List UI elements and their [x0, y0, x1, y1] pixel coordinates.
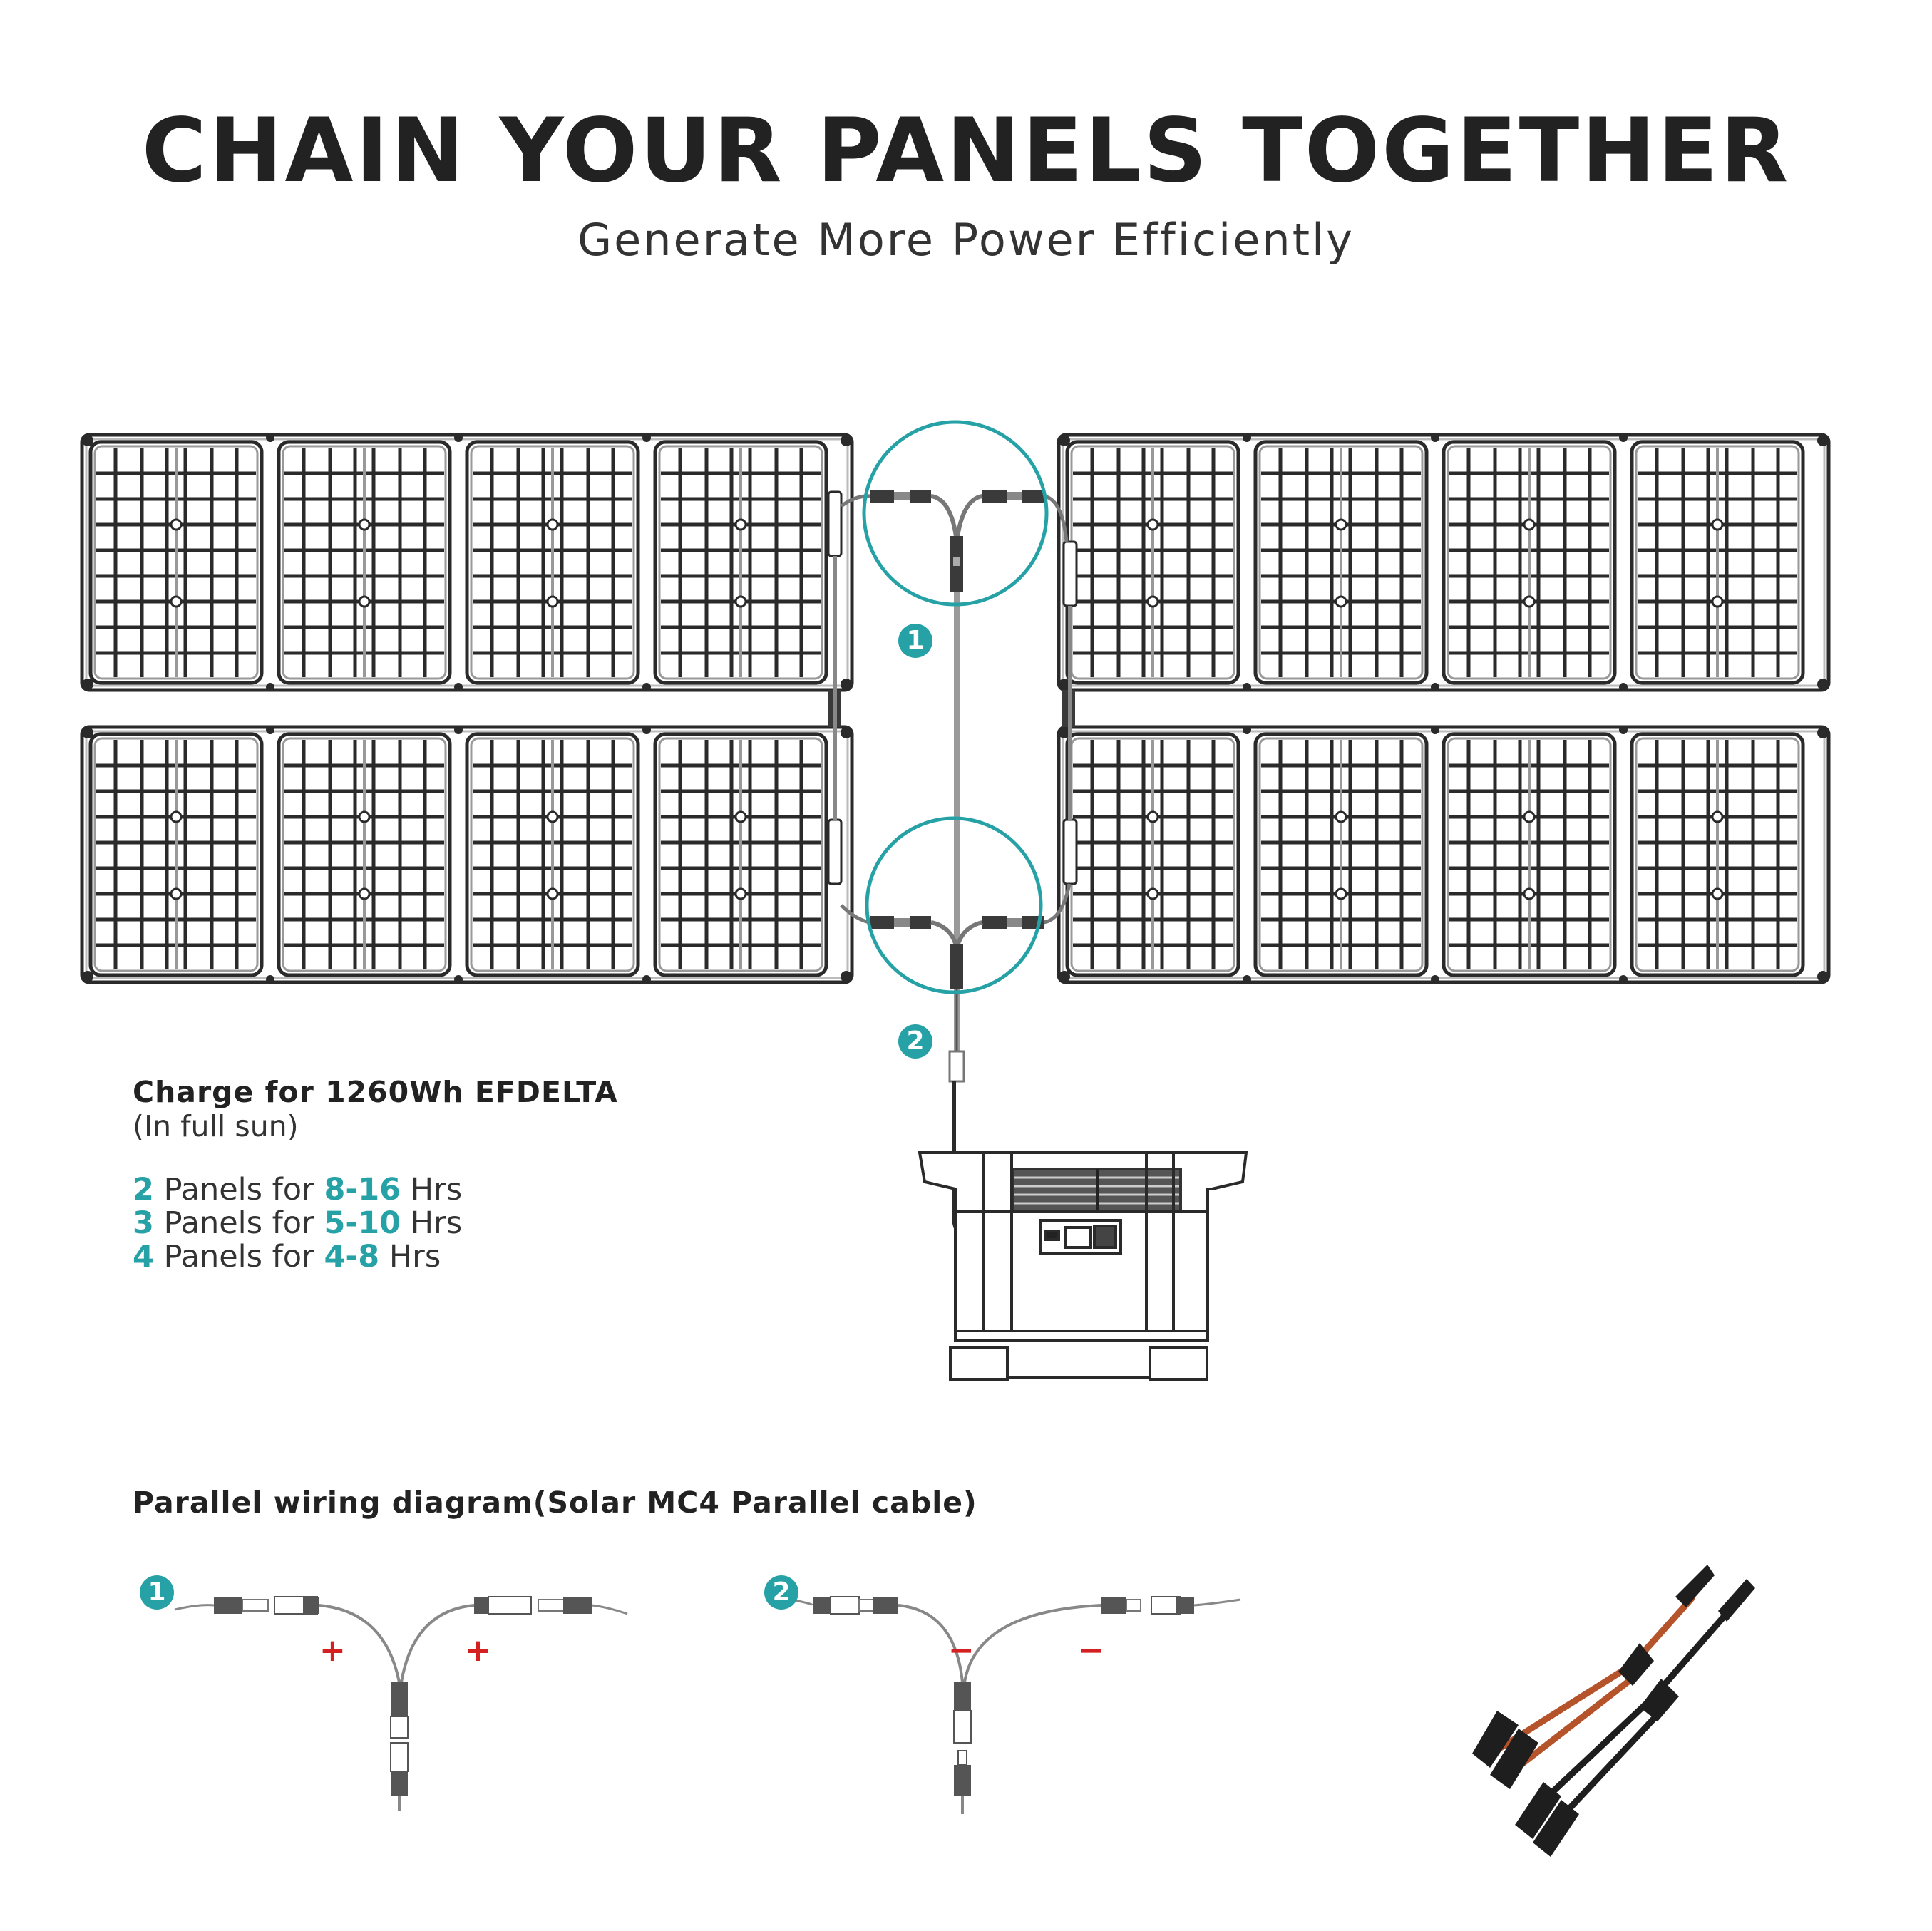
- power-station-efdelta: [918, 1151, 1248, 1381]
- wiring-section-title: Parallel wiring diagram(Solar MC4 Parall…: [133, 1485, 977, 1520]
- panel-top-left: [82, 433, 852, 691]
- callout-badge-1: 1: [898, 624, 932, 658]
- wiring-badge-1: 1: [140, 1575, 174, 1610]
- polarity-sign-positive-left: +: [319, 1632, 346, 1669]
- charge-row: 3 Panels for 5-10 Hrs: [133, 1205, 463, 1241]
- polarity-sign-negative-left: −: [948, 1632, 975, 1669]
- charge-row: 2 Panels for 8-16 Hrs: [133, 1172, 463, 1207]
- y-branch-1: [840, 420, 1069, 607]
- panel-bottom-right: [1059, 726, 1829, 984]
- wiring-diagram-2: [791, 1596, 1241, 1814]
- polarity-sign-negative-right: −: [1078, 1632, 1104, 1669]
- y-branch-2: [840, 816, 1072, 994]
- callout-circle-2: [865, 816, 1043, 994]
- charge-times-list: 2 Panels for 8-16 Hrs 3 Panels for 5-10 …: [133, 1173, 618, 1274]
- wiring-badge-2: 2: [764, 1575, 798, 1610]
- callout-circle-1: [862, 420, 1049, 607]
- callout-badge-2: 2: [898, 1024, 932, 1059]
- mc4-cable-photo: [1472, 1565, 1755, 1857]
- charge-note: (In full sun): [133, 1109, 299, 1143]
- polarity-sign-positive-right: +: [465, 1632, 491, 1669]
- panel-top-right: [1059, 433, 1829, 691]
- page-subtitle: Generate More Power Efficiently: [577, 214, 1355, 266]
- wiring-diagram-1: [174, 1596, 628, 1811]
- panel-bottom-left: [82, 726, 852, 984]
- charge-heading: Charge for 1260Wh EFDELTA: [133, 1075, 618, 1109]
- page-title: CHAIN YOUR PANELS TOGETHER: [141, 100, 1791, 202]
- charge-row: 4 Panels for 4-8 Hrs: [133, 1239, 441, 1275]
- charge-info: Charge for 1260Wh EFDELTA (In full sun) …: [133, 1075, 618, 1274]
